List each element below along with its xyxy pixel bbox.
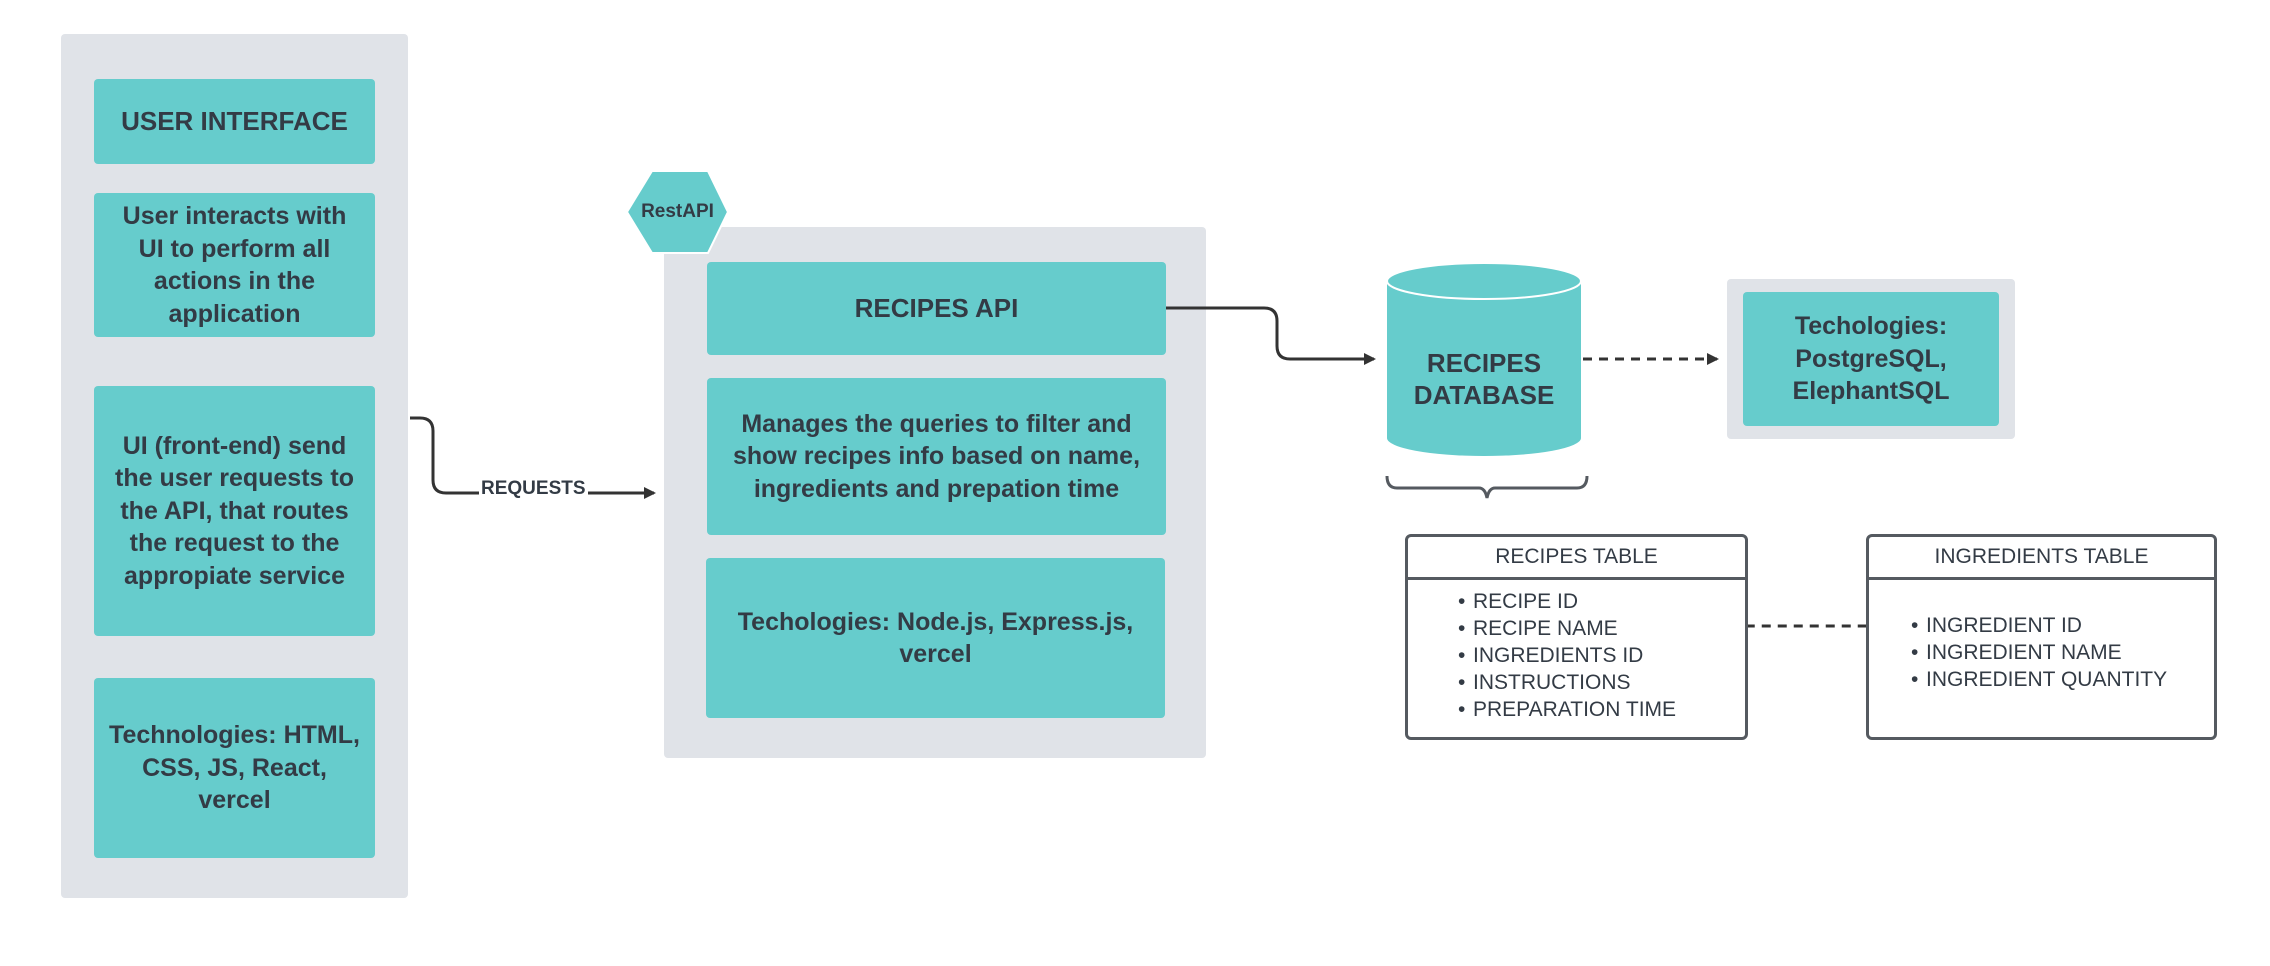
api-to-database-connector xyxy=(1166,306,1376,365)
frontend-technologies: Technologies: HTML, CSS, JS, React, verc… xyxy=(94,678,375,858)
database-cylinder xyxy=(1386,262,1582,456)
recipes-field-ingredients-id: INGREDIENTS ID xyxy=(1458,642,1745,669)
database-brace xyxy=(1385,475,1589,499)
recipes-table: RECIPES TABLE RECIPE ID RECIPE NAME INGR… xyxy=(1405,534,1748,740)
database-label-line1: RECIPES xyxy=(1426,347,1542,378)
database-label-line2: DATABASE xyxy=(1413,380,1555,410)
api-technologies: Techologies: Node.js, Express.js, vercel xyxy=(706,558,1165,718)
requests-label: REQUESTS xyxy=(479,478,588,500)
recipes-table-title: RECIPES TABLE xyxy=(1408,537,1745,580)
recipes-table-fields: RECIPE ID RECIPE NAME INGREDIENTS ID INS… xyxy=(1458,588,1745,723)
recipes-api-title: RECIPES API xyxy=(707,262,1166,355)
recipes-field-recipe-id: RECIPE ID xyxy=(1458,588,1745,615)
user-interface-title: USER INTERFACE xyxy=(94,79,375,164)
user-interaction-description: User interacts with UI to perform all ac… xyxy=(94,193,375,337)
recipes-field-recipe-name: RECIPE NAME xyxy=(1458,615,1745,642)
ingredients-table: INGREDIENTS TABLE INGREDIENT ID INGREDIE… xyxy=(1866,534,2217,740)
restapi-badge-hexagon xyxy=(625,170,730,254)
requests-connector xyxy=(410,416,656,499)
restapi-badge-label: RestAPI xyxy=(641,201,714,222)
ingredients-table-fields: INGREDIENT ID INGREDIENT NAME INGREDIENT… xyxy=(1911,612,2214,693)
ingredients-field-ingredient-quantity: INGREDIENT QUANTITY xyxy=(1911,666,2214,693)
frontend-request-description: UI (front-end) send the user requests to… xyxy=(94,386,375,636)
ingredients-field-ingredient-name: INGREDIENT NAME xyxy=(1911,639,2214,666)
recipes-field-instructions: INSTRUCTIONS xyxy=(1458,669,1745,696)
api-description: Manages the queries to filter and show r… xyxy=(707,378,1166,535)
recipes-field-preparation-time: PREPARATION TIME xyxy=(1458,696,1745,723)
database-technologies: Techologies: PostgreSQL, ElephantSQL xyxy=(1743,292,1999,426)
ingredients-table-title: INGREDIENTS TABLE xyxy=(1869,537,2214,580)
database-label: RECIPES DATABASE xyxy=(1387,330,1581,428)
ingredients-field-ingredient-id: INGREDIENT ID xyxy=(1911,612,2214,639)
